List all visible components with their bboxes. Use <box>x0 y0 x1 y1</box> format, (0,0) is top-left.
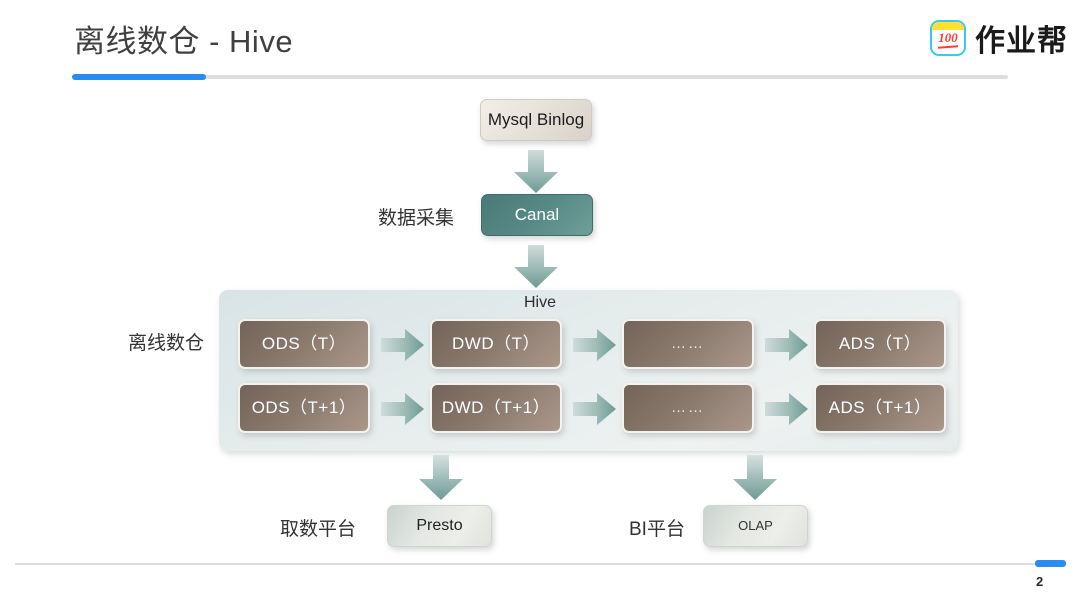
node-ods-t: ODS（T） <box>238 319 370 369</box>
node-intermediate-t: …… <box>622 319 754 369</box>
arrow-right-ods-to-dwd-t <box>381 328 425 362</box>
node-dwd-t-label: DWD（T） <box>452 333 540 353</box>
hive-container-label: Hive <box>523 294 556 311</box>
node-mysql-binlog: Mysql Binlog <box>480 99 592 141</box>
node-intermediate-t-plus-1: …… <box>622 383 754 433</box>
arrow-right-ods-to-dwd-t-plus-1 <box>381 392 425 426</box>
label-query-platform: 取数平台 <box>280 519 357 540</box>
hundred-score-icon-top-strip <box>932 22 964 30</box>
node-intermediate-t-label: …… <box>671 334 705 352</box>
label-bi-platform: BI平台 <box>629 519 685 540</box>
node-presto-label: Presto <box>416 517 463 535</box>
node-ads-t-plus-1-label: ADS（T+1） <box>828 397 932 417</box>
label-data-collection: 数据采集 <box>378 208 455 229</box>
arrow-down-hive-to-presto <box>417 455 465 501</box>
node-olap: OLAP <box>703 505 808 547</box>
node-canal-label: Canal <box>514 204 560 224</box>
node-dwd-t-plus-1-label: DWD（T+1） <box>441 397 551 417</box>
arrow-right-mid-to-ads-t-plus-1 <box>765 392 809 426</box>
brand-name: 作业帮 <box>975 25 1068 58</box>
node-mysql-binlog-label: Mysql Binlog <box>487 109 585 129</box>
node-ads-t-label: ADS（T） <box>838 333 922 353</box>
node-presto: Presto <box>387 505 492 547</box>
footer-divider <box>15 563 1065 565</box>
title-accent-bar <box>72 74 206 80</box>
page-number: 2 <box>1036 574 1044 589</box>
title-divider <box>72 75 1008 79</box>
arrow-down-collector-to-hive <box>512 245 560 289</box>
node-intermediate-t-plus-1-label: …… <box>671 398 705 416</box>
node-dwd-t-plus-1: DWD（T+1） <box>430 383 562 433</box>
hundred-score-icon-number: 100 <box>938 30 958 45</box>
brand-logo: 100 作业帮 <box>930 16 1068 60</box>
arrow-down-hive-to-olap <box>731 455 779 501</box>
label-offline-warehouse: 离线数仓 <box>128 333 205 354</box>
arrow-down-source-to-collector <box>512 150 560 194</box>
node-dwd-t: DWD（T） <box>430 319 562 369</box>
node-ods-t-label: ODS（T） <box>261 333 347 353</box>
node-ods-t-plus-1-label: ODS（T+1） <box>251 397 357 417</box>
arrow-right-dwd-to-mid-t <box>573 328 617 362</box>
node-ads-t-plus-1: ADS（T+1） <box>814 383 946 433</box>
node-olap-label: OLAP <box>738 517 773 533</box>
node-canal: Canal <box>481 194 593 236</box>
arrow-right-mid-to-ads-t <box>765 328 809 362</box>
hundred-score-icon: 100 <box>930 20 966 56</box>
page-title: 离线数仓 - Hive <box>74 24 294 59</box>
node-ods-t-plus-1: ODS（T+1） <box>238 383 370 433</box>
footer-accent-bar <box>1035 560 1066 567</box>
node-ads-t: ADS（T） <box>814 319 946 369</box>
arrow-right-dwd-to-mid-t-plus-1 <box>573 392 617 426</box>
